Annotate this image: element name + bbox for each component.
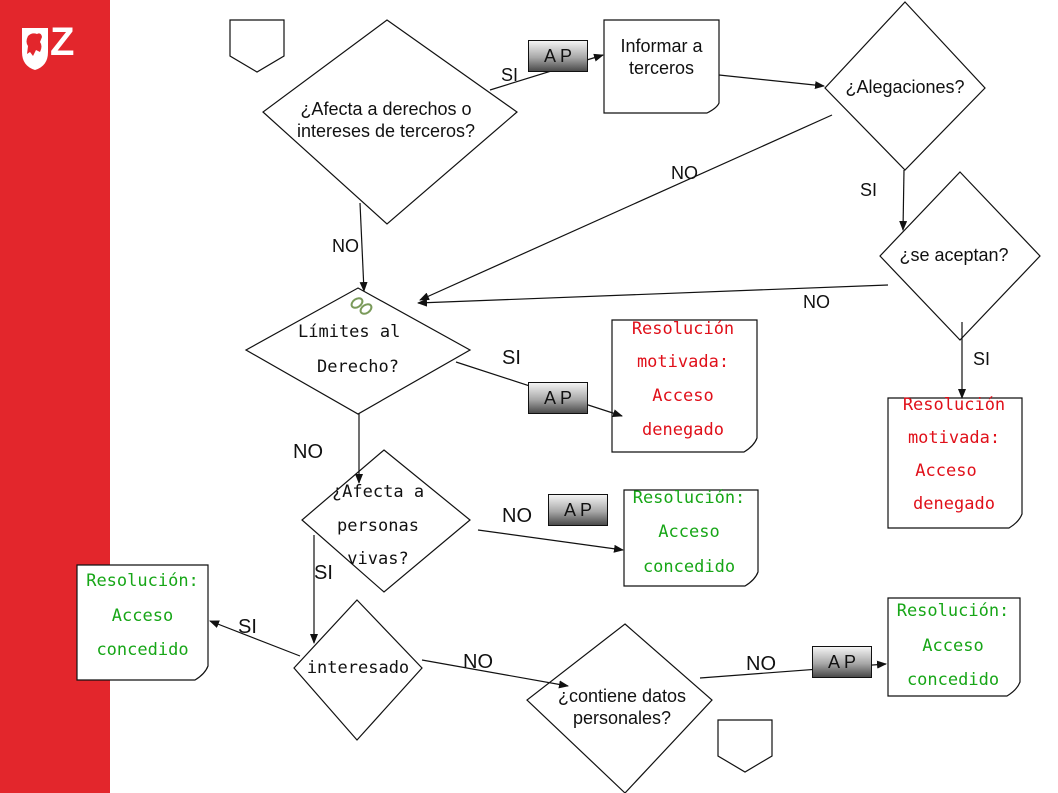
res-concedido-right-l2: Acceso <box>922 636 984 656</box>
label-si-interesado: SI <box>238 616 257 638</box>
res-denegado-right-l2: motivada: <box>907 428 1001 448</box>
doc-res-concedido-mid <box>623 489 759 587</box>
text-afecta-derechos: ¿Afecta a derechos o intereses de tercer… <box>296 99 476 141</box>
label-si-vivas: SI <box>314 562 333 584</box>
label-no-contiene: NO <box>746 653 776 675</box>
label-no-limites: NO <box>293 441 323 463</box>
res-denegado-mid-l2: motivada: <box>636 352 730 372</box>
text-informar: Informar a terceros <box>620 36 703 78</box>
label-no-aceptan: NO <box>803 292 830 312</box>
label-no-alegaciones: NO <box>671 163 698 183</box>
edge-interesado-no <box>421 659 569 689</box>
decision-afecta-derechos <box>262 19 518 225</box>
label-si-alegaciones: SI <box>860 180 878 200</box>
doc-res-denegado-mid <box>611 319 758 453</box>
text-se-aceptan: ¿se aceptan? <box>899 245 1009 265</box>
res-concedido-right-l3: concedido <box>906 670 1000 690</box>
ap-badge: A P <box>548 494 608 526</box>
label-si-top: SI <box>501 65 519 85</box>
res-denegado-mid-l4: denegado <box>642 420 724 440</box>
offpage-connector-bottom <box>717 719 773 773</box>
text-contiene: ¿contiene datos personales? <box>557 686 687 728</box>
ap-badge: A P <box>528 382 588 414</box>
res-denegado-right-l1: Resolución <box>902 395 1006 415</box>
res-denegado-right-l3: Acceso <box>915 461 977 481</box>
label-si-aceptan: SI <box>973 349 991 369</box>
brand-sidebar: Z <box>0 0 110 793</box>
zaragoza-lion-logo-icon <box>22 28 48 70</box>
ap-badge: A P <box>812 646 872 678</box>
link-icon <box>350 297 373 315</box>
edge-interesado-si <box>209 620 301 657</box>
res-denegado-mid-l3: Acceso <box>652 386 714 406</box>
edge-alegaciones-no <box>419 114 833 301</box>
decision-alegaciones <box>824 1 986 171</box>
edge-alegaciones-si <box>899 169 908 231</box>
res-concedido-left-l3: concedido <box>96 640 189 660</box>
res-denegado-mid-l1: Resolución <box>631 319 735 339</box>
res-concedido-mid-l3: concedido <box>642 557 736 577</box>
doc-res-concedido-right <box>887 597 1021 697</box>
label-si-limites: SI <box>502 347 521 369</box>
doc-res-denegado-right <box>887 397 1023 529</box>
text-alegaciones: ¿Alegaciones? <box>845 77 965 97</box>
doc-informar <box>603 19 720 114</box>
decision-limites <box>244 287 472 415</box>
edge-vivas-no <box>477 529 624 553</box>
res-concedido-mid-l1: Resolución: <box>632 488 746 508</box>
edge-afecta-no <box>359 202 368 292</box>
logo-letter: Z <box>50 20 75 64</box>
decision-afecta-vivas <box>301 449 471 593</box>
edge-aceptan-no <box>417 284 889 307</box>
text-interesado: interesado <box>306 658 410 678</box>
res-concedido-mid-l2: Acceso <box>658 522 720 542</box>
label-no-vivas: NO <box>502 505 532 527</box>
label-no-afecta: NO <box>332 236 359 256</box>
doc-res-concedido-left <box>76 564 209 681</box>
text-limites-1: Límites al <box>298 322 401 342</box>
res-concedido-left-l1: Resolución: <box>86 571 199 591</box>
text-limites-2: Derecho? <box>317 357 399 377</box>
res-denegado-right-l4: denegado <box>913 494 995 514</box>
decision-interesado <box>293 599 423 741</box>
text-afecta-vivas-2: personas <box>337 516 419 536</box>
decision-contiene <box>526 623 713 793</box>
edge-informar-to-alegaciones <box>718 74 825 90</box>
label-no-interesado: NO <box>463 651 493 673</box>
ap-badge: A P <box>528 40 588 72</box>
res-concedido-right-l1: Resolución: <box>896 601 1010 621</box>
res-concedido-left-l2: Acceso <box>111 606 174 626</box>
text-afecta-vivas-1: ¿Afecta a <box>331 482 425 502</box>
offpage-connector-top <box>229 19 285 73</box>
text-afecta-vivas-3: vivas? <box>347 549 409 569</box>
